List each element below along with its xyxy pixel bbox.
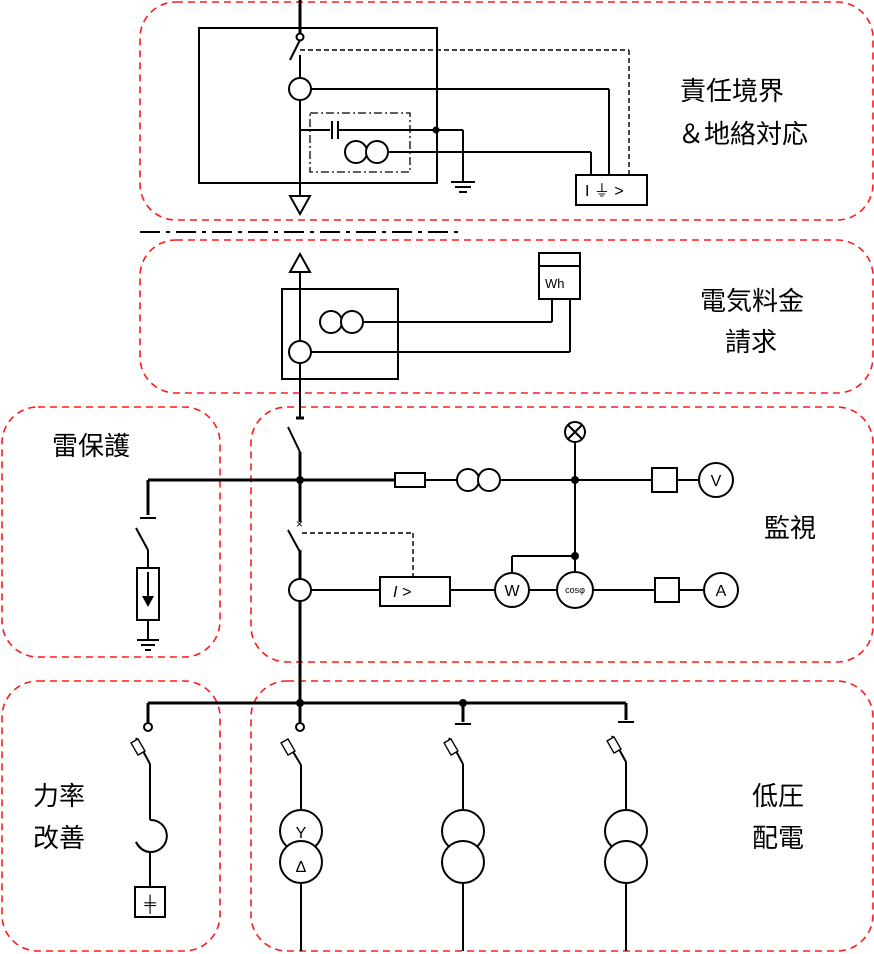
indicator-lamp-icon	[511, 421, 586, 572]
wattmeter: W	[494, 572, 530, 608]
lightning-arrester	[135, 480, 160, 651]
transformer-y-label: Y	[296, 825, 307, 842]
label-lightning: 雷保護	[52, 432, 130, 462]
voltmeter-label: V	[711, 473, 722, 490]
zone-electricity-billing	[139, 239, 874, 394]
label-low-voltage-1: 低圧	[752, 782, 804, 812]
ground-fault-relay-label: I ⏚ >	[585, 182, 624, 200]
label-low-voltage-2: 配電	[752, 824, 804, 854]
label-responsibility-1: 責任境界	[680, 77, 784, 107]
transformer-branch-2	[441, 703, 485, 951]
overcurrent-relay-label: I >	[393, 584, 411, 601]
arrow-down-icon	[288, 195, 312, 217]
transformer-branch-1: Y Δ	[279, 703, 323, 951]
vct-metering: Wh	[281, 252, 581, 380]
capacitor-label: ╪	[143, 894, 156, 914]
power-factor-meter-label: cosφ	[565, 585, 585, 595]
zone-monitoring	[250, 406, 874, 663]
breaker-vcb: ×	[287, 517, 414, 602]
wattmeter-label: W	[504, 583, 520, 600]
label-power-factor-1: 力率	[33, 782, 85, 812]
label-power-factor-2: 改善	[33, 824, 85, 854]
transformer-branch-3	[604, 721, 648, 951]
zone-responsibility-boundary	[139, 1, 874, 221]
power-factor-meter: cosφ	[556, 571, 594, 609]
voltmeter: V	[698, 462, 734, 498]
overcurrent-relay: I >	[379, 576, 451, 607]
disconnector-upper	[287, 426, 301, 453]
label-responsibility-2: ＆地絡対応	[678, 120, 808, 150]
utility-boundary-panel: I ⏚ >	[198, 27, 648, 206]
svg-text:×: ×	[296, 517, 303, 531]
zone-low-voltage	[250, 680, 874, 952]
watt-hour-meter: Wh	[538, 252, 581, 300]
ammeter-switch	[654, 577, 680, 603]
label-billing-2: 請求	[725, 328, 777, 358]
label-billing-1: 電気料金	[700, 287, 804, 317]
ammeter: A	[703, 572, 739, 608]
arrow-up-icon	[288, 251, 312, 273]
transformer-delta-label: Δ	[296, 859, 307, 876]
upper-bus: V	[148, 462, 734, 498]
watt-hour-meter-label: Wh	[545, 276, 565, 291]
zone-power-factor	[1, 680, 221, 952]
ground-fault-relay-box: I ⏚ >	[575, 174, 648, 206]
zone-lightning-protection	[1, 406, 221, 658]
label-monitoring: 監視	[764, 514, 816, 544]
ammeter-label: A	[716, 583, 727, 600]
capacitor-branch: ╪	[130, 703, 168, 918]
